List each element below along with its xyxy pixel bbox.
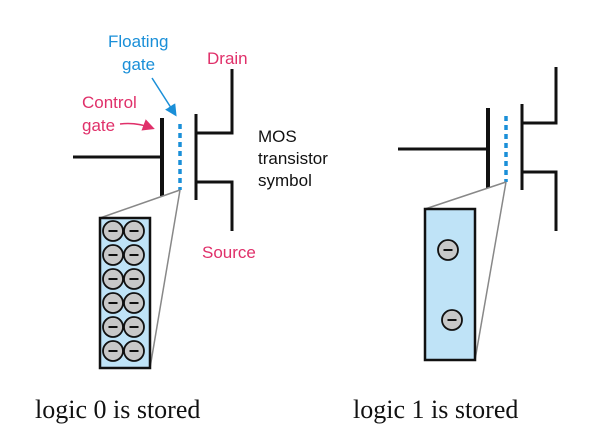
electron-icon <box>102 316 124 338</box>
left-zoom-line-bottom <box>149 189 181 369</box>
right-zoom-line-bottom <box>474 181 507 361</box>
left-electron-group <box>102 220 145 362</box>
left-caption: logic 0 is stored <box>35 395 200 424</box>
source-label: Source <box>202 243 256 262</box>
floating-gate-arrow <box>151 77 177 117</box>
floating-gate-label-line2: gate <box>122 55 155 74</box>
control-gate-label-line2: gate <box>82 116 115 135</box>
left-transistor <box>73 69 234 231</box>
electron-icon <box>441 309 463 331</box>
right-source-lead <box>522 170 558 231</box>
left-zoom-line-top <box>99 189 181 219</box>
electron-icon <box>102 268 124 290</box>
left-drain-lead <box>196 69 234 135</box>
electron-icon <box>123 292 145 314</box>
right-transistor <box>398 67 558 231</box>
left-source-lead <box>196 180 234 231</box>
floating-gate-label-line1: Floating <box>108 32 168 51</box>
control-gate-label-line1: Control <box>82 93 137 112</box>
electron-icon <box>123 220 145 242</box>
electron-icon <box>102 340 124 362</box>
right-zoom-line-top <box>424 181 507 210</box>
electron-icon <box>123 268 145 290</box>
electron-icon <box>102 220 124 242</box>
electron-icon <box>123 340 145 362</box>
mos-label-line1: MOS <box>258 127 297 146</box>
electron-icon <box>123 316 145 338</box>
mos-label-line3: symbol <box>258 171 312 190</box>
electron-icon <box>102 244 124 266</box>
mos-label-line2: transistor <box>258 149 328 168</box>
drain-label: Drain <box>207 49 248 68</box>
right-caption: logic 1 is stored <box>353 395 518 424</box>
right-drain-lead <box>522 67 558 125</box>
right-floating-gate-zoom-box <box>423 207 477 362</box>
right-electron-group <box>437 239 463 331</box>
electron-icon <box>123 244 145 266</box>
electron-icon <box>102 292 124 314</box>
electron-icon <box>437 239 459 261</box>
control-gate-arrow <box>119 119 155 131</box>
